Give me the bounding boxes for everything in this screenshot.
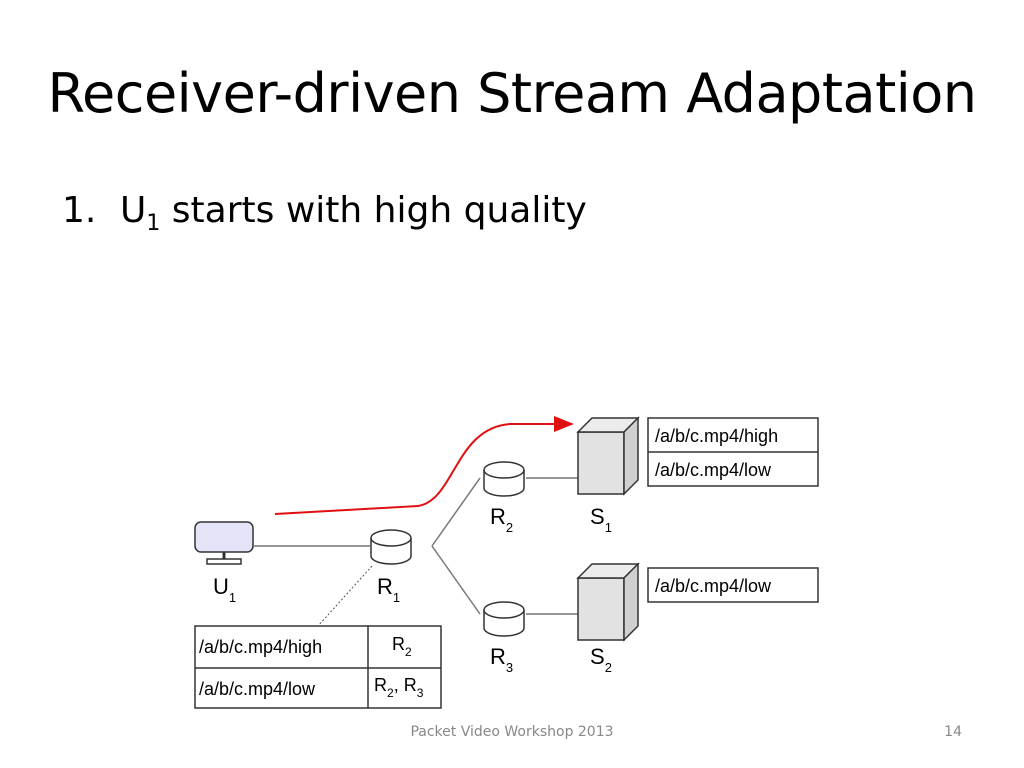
server-icon <box>576 416 640 496</box>
node-label-r1: R1 <box>377 574 400 605</box>
fib-prefix: /a/b/c.mp4/low <box>199 679 316 699</box>
node-label-r2: R2 <box>490 504 513 535</box>
router-icon <box>483 461 525 497</box>
link-r1-r3 <box>431 545 481 615</box>
s1-content-table: /a/b/c.mp4/high /a/b/c.mp4/low <box>647 417 819 487</box>
server-icon <box>576 562 640 642</box>
request-arrow <box>274 416 574 515</box>
bullet-number: 1. <box>62 190 97 231</box>
node-label-s1: S1 <box>590 504 612 535</box>
bullet-text-before: U <box>120 190 147 231</box>
node-label-r3: R3 <box>490 644 513 675</box>
fib-prefix: /a/b/c.mp4/high <box>199 637 322 657</box>
slide-footer: Packet Video Workshop 2013 <box>410 724 614 740</box>
bullet-text-after: starts with high quality <box>160 190 587 231</box>
s1-content-item: /a/b/c.mp4/high <box>655 426 778 446</box>
monitor-icon <box>194 521 254 565</box>
page-number: 14 <box>944 724 962 740</box>
r1-fib-table: /a/b/c.mp4/high /a/b/c.mp4/low R2 R2, R3 <box>194 625 442 709</box>
network-links <box>254 477 578 615</box>
s2-content-table: /a/b/c.mp4/low <box>647 567 819 603</box>
s2-content-item: /a/b/c.mp4/low <box>655 576 772 596</box>
bullet-subscript: 1 <box>146 211 161 236</box>
s1-content-item: /a/b/c.mp4/low <box>655 460 772 480</box>
r1-fib-connector <box>317 565 373 627</box>
fib-faces: R2 <box>392 634 412 659</box>
router-icon <box>370 529 412 565</box>
node-label-u1: U1 <box>213 574 236 605</box>
node-label-s2: S2 <box>590 644 612 675</box>
slide-title: Receiver-driven Stream Adaptation <box>47 62 977 125</box>
fib-faces: R2, R3 <box>374 675 424 700</box>
bullet-item: 1. U1 starts with high quality <box>62 190 587 236</box>
router-icon <box>483 601 525 637</box>
link-r1-r2 <box>431 477 481 547</box>
